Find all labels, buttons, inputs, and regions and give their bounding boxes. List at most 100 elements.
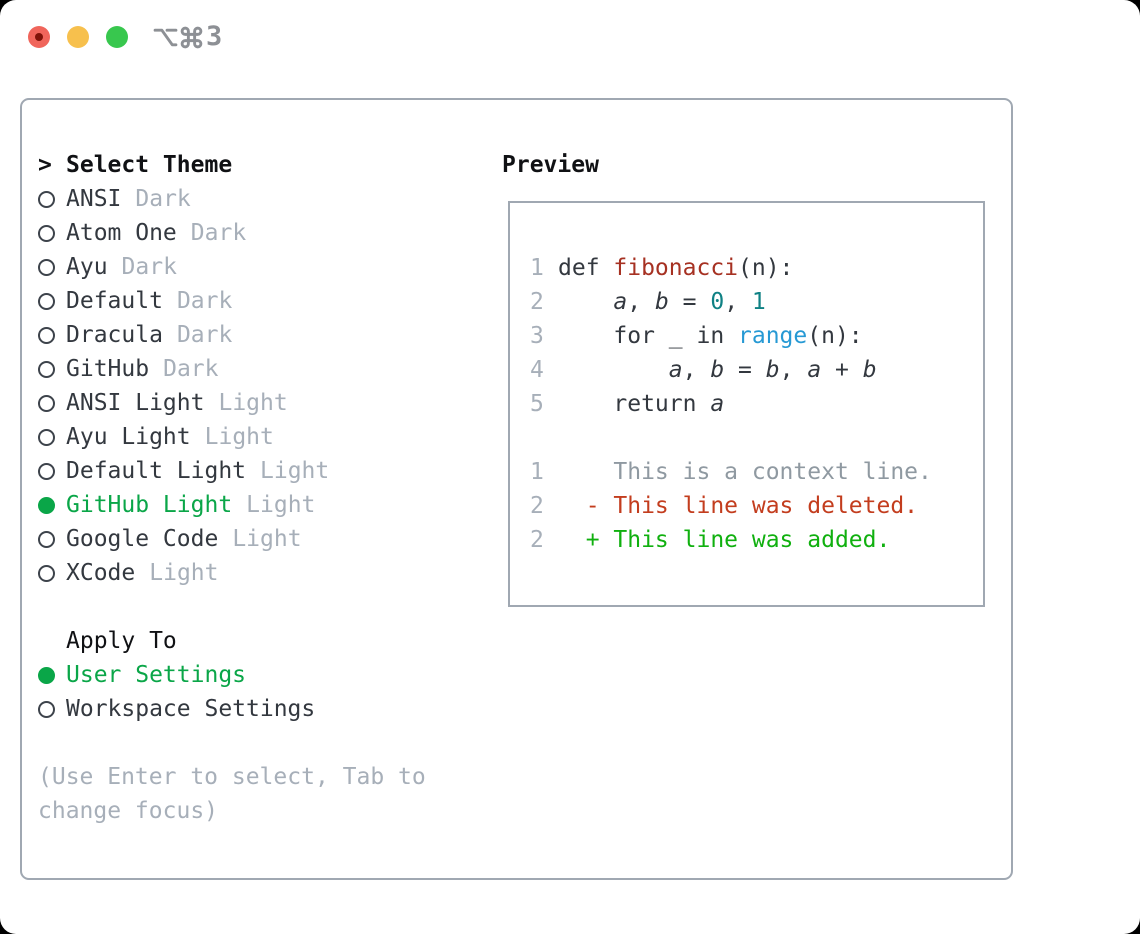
theme-name: Ayu Light xyxy=(66,424,191,450)
radio-icon xyxy=(38,258,55,276)
token-func: fibonacci xyxy=(613,255,739,281)
diff-line: 2 - This line was deleted. xyxy=(530,489,983,523)
theme-name: Google Code xyxy=(66,526,219,552)
line-number: 1 xyxy=(530,459,544,485)
apply-option-workspace-settings[interactable]: Workspace Settings xyxy=(38,692,426,726)
theme-variant: Dark xyxy=(190,220,247,246)
apply-to-title: Apply To xyxy=(66,628,177,654)
line-content: def fibonacci(n): xyxy=(558,255,793,281)
diff-line: 2 + This line was added. xyxy=(530,523,983,557)
apply-option-label: User Settings xyxy=(66,662,247,688)
theme-variant: Dark xyxy=(135,186,191,212)
radio-cell xyxy=(38,394,66,412)
radio-icon xyxy=(38,360,55,378)
theme-name: ANSI Light xyxy=(66,390,205,416)
token-var: b xyxy=(654,289,669,315)
radio-icon xyxy=(38,462,55,480)
close-button[interactable] xyxy=(28,26,50,48)
token-var: a xyxy=(668,357,683,383)
line-number: 2 xyxy=(530,289,544,315)
line-number: 1 xyxy=(530,255,544,281)
token-text: , xyxy=(682,357,711,383)
token-var: b xyxy=(765,357,780,383)
line-number: 2 xyxy=(530,527,544,553)
minimize-button[interactable] xyxy=(67,26,89,48)
theme-name: Atom One xyxy=(66,220,177,246)
hint-line-2: change focus) xyxy=(38,798,219,824)
prompt-icon: > xyxy=(38,152,52,178)
theme-name: Ayu xyxy=(66,254,108,280)
token-var: a xyxy=(613,289,628,315)
radio-cell xyxy=(38,190,66,208)
token-add: + This line was added. xyxy=(558,527,891,553)
code-line: 2 a, b = 0, 1 xyxy=(530,285,983,319)
radio-cell xyxy=(38,428,66,446)
line-content: + This line was added. xyxy=(558,527,891,553)
select-theme-title: Select Theme xyxy=(66,152,233,178)
line-content: - This line was deleted. xyxy=(558,493,918,519)
line-number: 2 xyxy=(530,493,544,519)
line-number: 3 xyxy=(530,323,544,349)
radio-cell xyxy=(38,326,66,344)
token-text: , xyxy=(627,289,655,315)
token-del: - This line was deleted. xyxy=(558,493,919,519)
token-text: + xyxy=(821,357,863,383)
theme-option-atom-one[interactable]: Atom One Dark xyxy=(38,216,426,250)
token-text xyxy=(558,289,613,315)
apply-option-user-settings[interactable]: User Settings xyxy=(38,658,426,692)
token-text: , xyxy=(779,357,808,383)
token-num: 0 xyxy=(710,289,725,315)
code-line: 1 def fibonacci(n): xyxy=(530,251,983,285)
token-text: = xyxy=(724,357,766,383)
radio-icon xyxy=(38,428,55,446)
theme-name: XCode xyxy=(66,560,136,586)
token-muted: This is a context line. xyxy=(558,459,932,485)
window-title-number: 3 xyxy=(206,21,223,52)
blank-line xyxy=(530,421,983,455)
line-number: 4 xyxy=(530,357,544,383)
token-var: b xyxy=(862,357,877,383)
option-key-icon xyxy=(153,25,178,50)
token-text: , xyxy=(724,289,752,315)
radio-cell xyxy=(38,530,66,548)
theme-variant: Light xyxy=(246,492,316,518)
diff-sample: 1 This is a context line. 2 - This line w… xyxy=(530,455,983,557)
code-line: 4 a, b = b, a + b xyxy=(530,353,983,387)
window-title: 3 xyxy=(153,23,222,51)
radio-icon xyxy=(38,700,55,718)
command-key-icon xyxy=(179,25,204,50)
radio-cell xyxy=(38,224,66,242)
zoom-button[interactable] xyxy=(106,26,128,48)
radio-icon xyxy=(38,530,55,548)
window-controls xyxy=(28,26,128,48)
token-var: a xyxy=(807,357,822,383)
theme-name: Default Light xyxy=(66,458,247,484)
token-text: = xyxy=(668,289,711,315)
spacer xyxy=(38,590,426,624)
apply-to-header: Apply To xyxy=(38,624,426,658)
line-content: return a xyxy=(558,391,724,417)
radio-cell xyxy=(38,360,66,378)
spacer xyxy=(38,726,426,760)
theme-variant: Dark xyxy=(176,322,233,348)
code-line: 3 for _ in range(n): xyxy=(530,319,983,353)
radio-cell xyxy=(38,666,66,684)
token-var: b xyxy=(710,357,725,383)
theme-variant: Light xyxy=(149,560,219,586)
token-text: def xyxy=(558,255,614,281)
token-text: (n): xyxy=(738,255,794,281)
theme-option-xcode[interactable]: XCode Light xyxy=(38,556,426,590)
